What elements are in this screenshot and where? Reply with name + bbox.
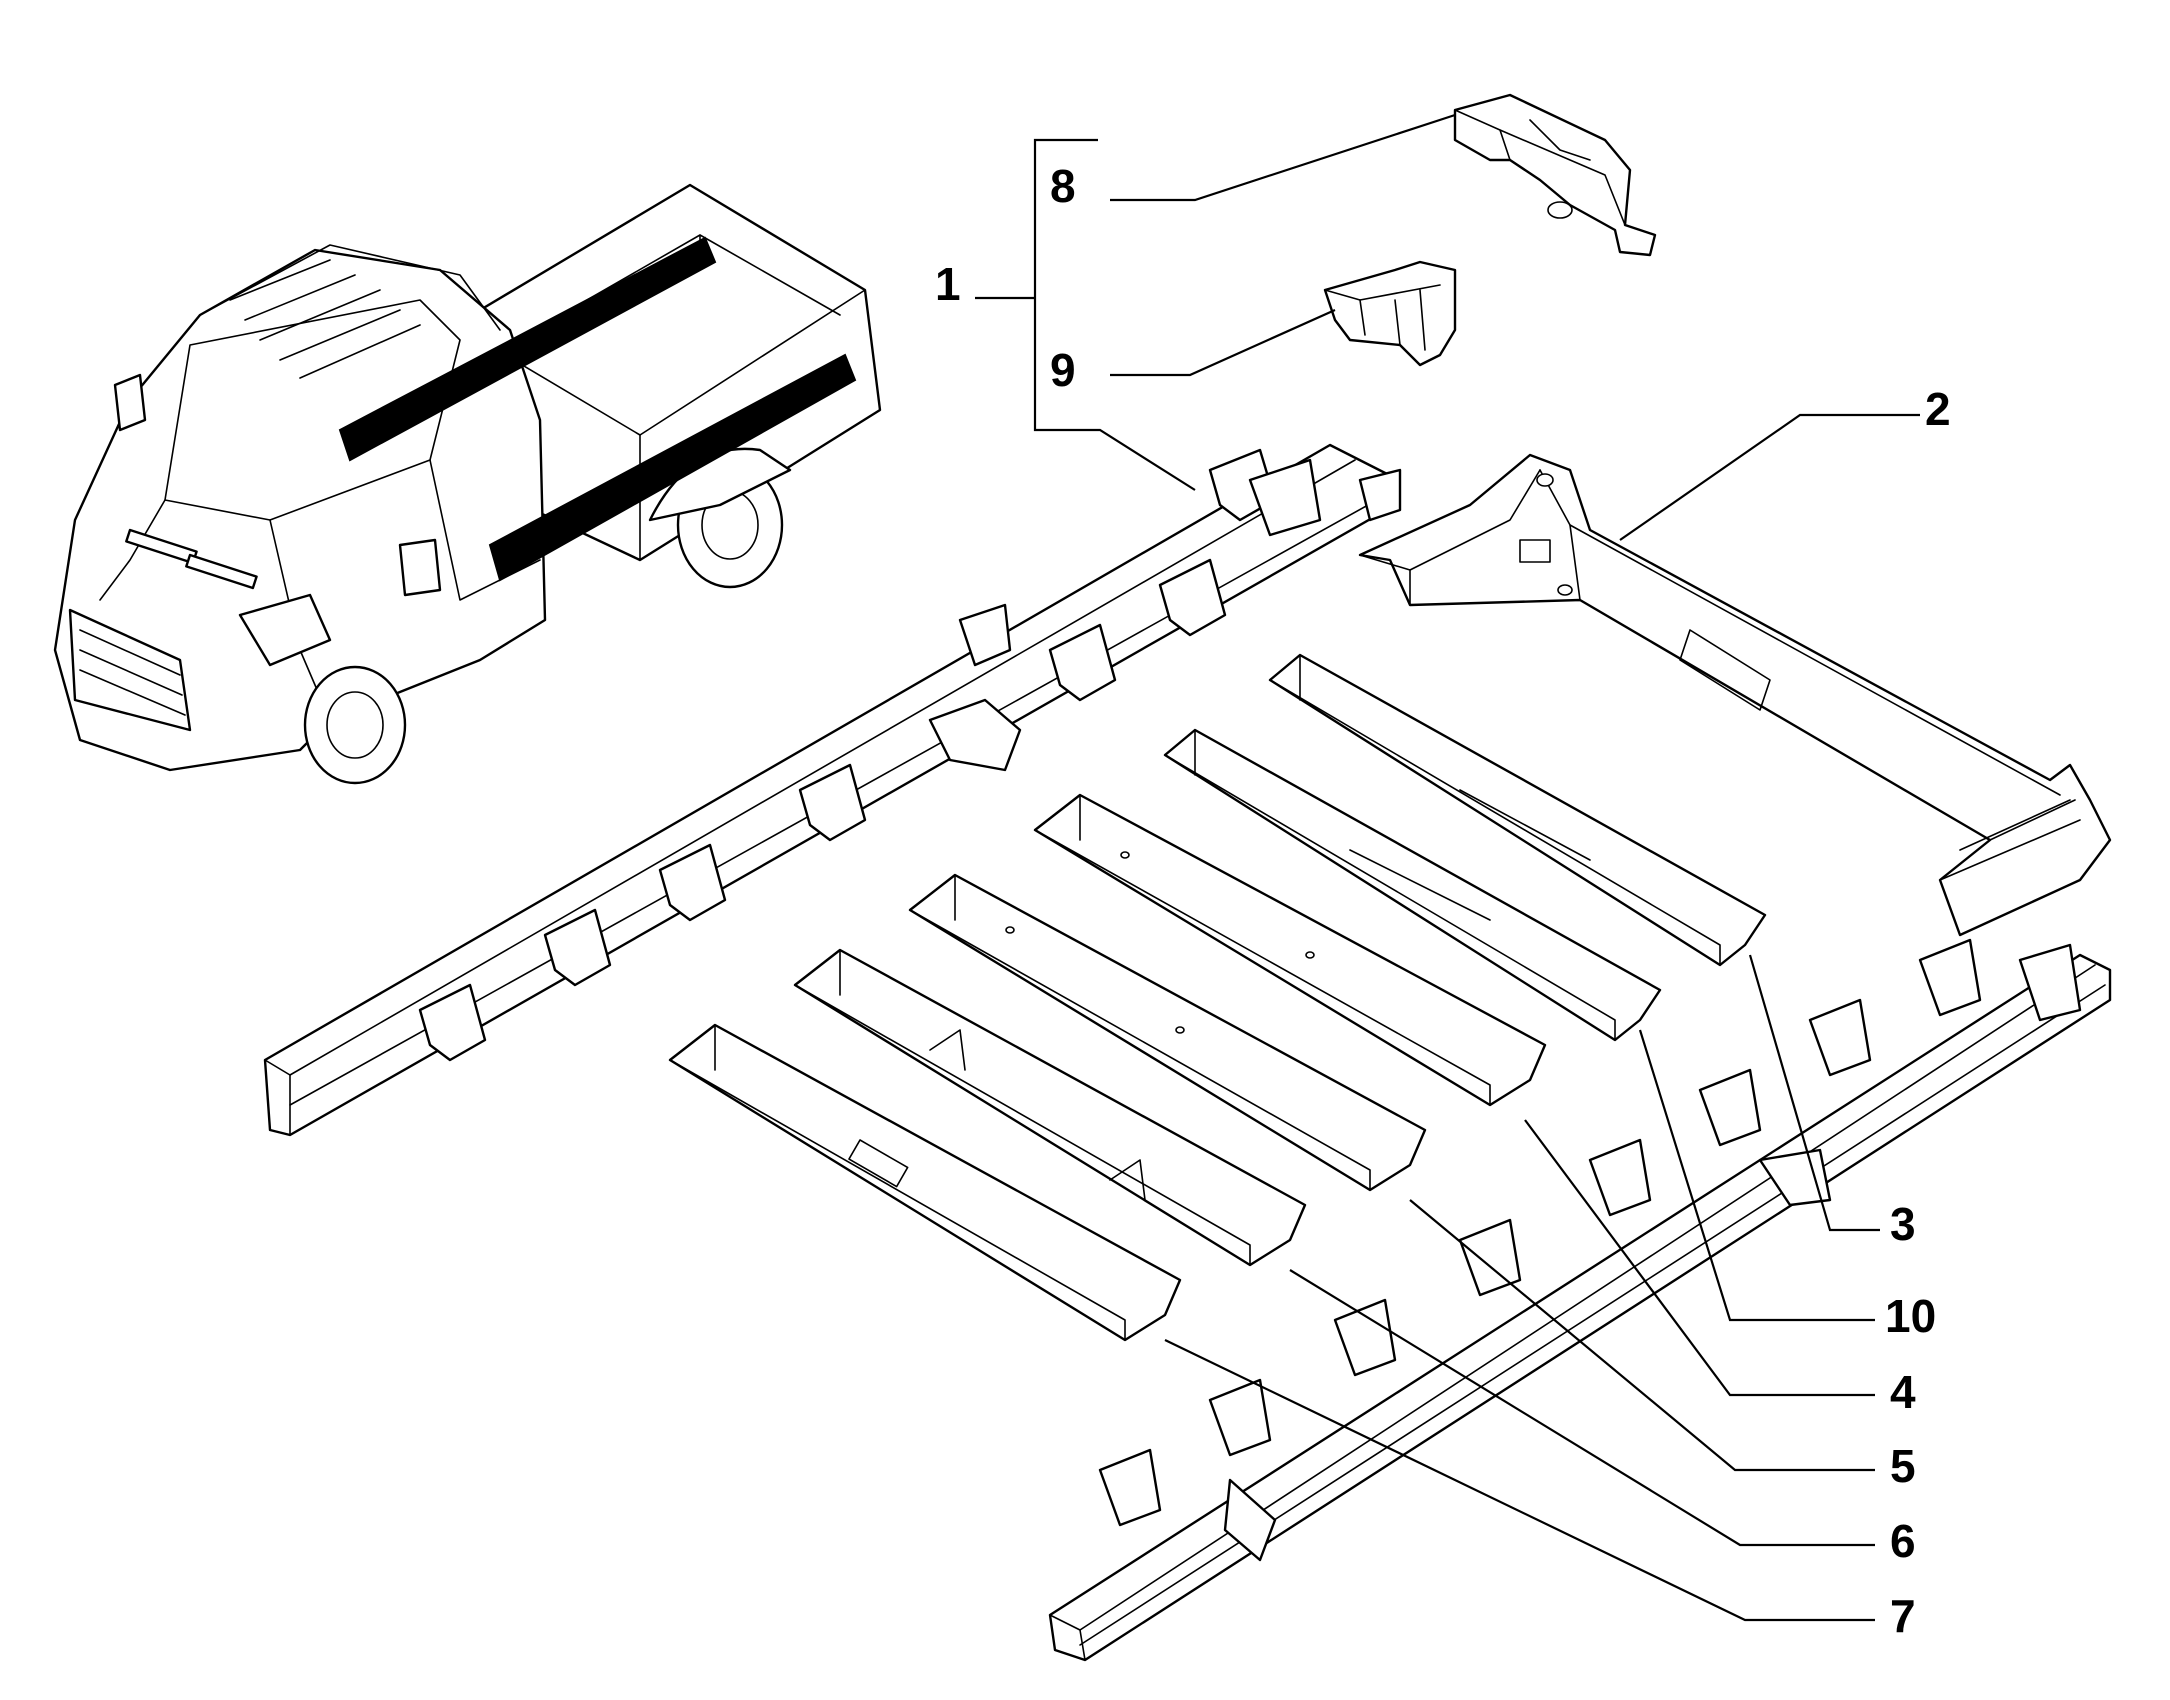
channel-part-3	[1268, 653, 1767, 967]
callout-7: 7	[1890, 1590, 1916, 1642]
rail-part-1	[263, 443, 1402, 1137]
channel-part-4	[1033, 793, 1547, 1107]
highlighted-rail-lower	[488, 353, 857, 582]
callout-10: 10	[1885, 1290, 1936, 1342]
channel-part-5	[908, 873, 1427, 1192]
bracket-part-9	[1323, 260, 1457, 367]
rail-right	[1048, 938, 2112, 1662]
channel-part-7	[668, 1023, 1182, 1342]
callout-3: 3	[1890, 1198, 1916, 1250]
callout-labels: 1 2 3 10 4 5 6 7 8 9	[935, 160, 1951, 1642]
callout-5: 5	[1890, 1440, 1916, 1492]
vehicle-illustration	[53, 183, 882, 785]
callout-2: 2	[1925, 383, 1951, 435]
bracket-part-8	[1453, 93, 1657, 257]
callout-1: 1	[935, 258, 961, 310]
callout-4: 4	[1890, 1366, 1916, 1418]
channel-part-10	[1163, 728, 1662, 1042]
channel-part-6	[793, 948, 1307, 1267]
highlighted-rail-upper	[338, 236, 717, 462]
crossmember-part-2	[1358, 453, 2112, 937]
callout-8: 8	[1050, 160, 1076, 212]
leader-lines	[975, 113, 1920, 1622]
callout-6: 6	[1890, 1515, 1916, 1567]
callout-9: 9	[1050, 344, 1076, 396]
